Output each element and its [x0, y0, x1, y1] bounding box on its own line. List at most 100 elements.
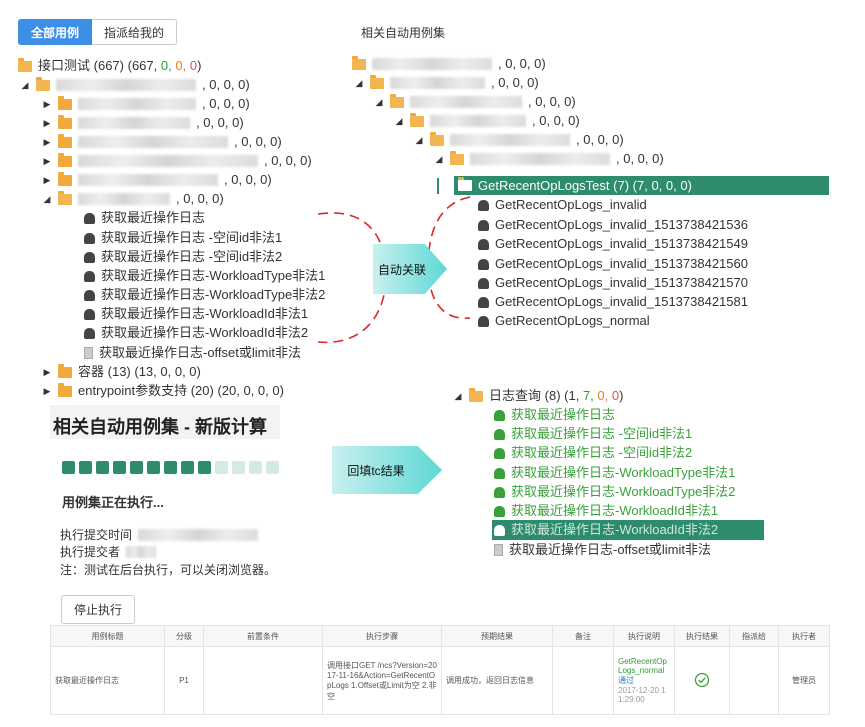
case-item-selected[interactable]: 获取最近操作日志-WorkloadId非法2	[492, 520, 764, 540]
tree-root-stats: (667, 0, 0, 0)	[127, 58, 202, 73]
caret-down-icon[interactable]: ◢	[395, 116, 403, 126]
android-icon	[84, 270, 95, 282]
case-item[interactable]: 获取最近操作日志-offset或limit非法	[494, 540, 711, 560]
stop-execution-button[interactable]: 停止执行	[61, 595, 136, 624]
progress-segment-pending	[249, 461, 262, 474]
auto-case-item[interactable]: GetRecentOpLogs_invalid	[478, 195, 647, 215]
tree-folder-expanded[interactable]: ◢ , 0, 0, 0)	[42, 189, 224, 209]
case-item[interactable]: 获取最近操作日志 -空间id非法2	[84, 247, 282, 267]
case-label: GetRecentOpLogs_invalid_1513738421536	[495, 217, 748, 232]
android-icon	[478, 258, 489, 270]
caret-right-icon[interactable]: ▶	[43, 156, 51, 166]
android-icon	[84, 212, 95, 224]
table-row[interactable]: 获取最近操作日志 P1 调用接口GET /ncs?Version=2017-11…	[50, 646, 830, 715]
redacted-label	[78, 98, 196, 110]
tree-node[interactable]: ◢ , 0, 0, 0)	[434, 149, 664, 169]
tree-node[interactable]: ◢ , 0, 0, 0)	[414, 130, 624, 150]
backfill-label: 回填tc结果	[347, 463, 405, 478]
log-folder[interactable]: ◢ 日志查询 (8) (1, 7, 0, 0)	[453, 386, 623, 406]
cell-expected: 调用成功，返回日志信息	[441, 646, 553, 715]
tree-root-label: 接口测试	[38, 58, 91, 73]
case-label: GetRecentOpLogs_invalid_1513738421570	[495, 275, 748, 290]
case-item[interactable]: 获取最近操作日志-WorkloadId非法1	[84, 304, 308, 324]
run-panel-header	[50, 405, 280, 439]
case-filter-tabs: 全部用例 指派给我的	[18, 19, 178, 45]
cell-title: 获取最近操作日志	[50, 646, 165, 715]
auto-case-item[interactable]: GetRecentOpLogs_normal	[478, 311, 650, 331]
caret-down-icon[interactable]: ◢	[21, 80, 29, 90]
auto-case-item[interactable]: GetRecentOpLogs_invalid_1513738421560	[478, 254, 748, 274]
tree-node[interactable]: ◢ , 0, 0, 0)	[374, 92, 576, 112]
caret-down-icon[interactable]: ◢	[435, 154, 443, 164]
auto-case-item[interactable]: GetRecentOpLogs_invalid_1513738421536	[478, 215, 748, 235]
selected-auto-suite[interactable]: GetRecentOpLogsTest (7) (7, 0, 0, 0)	[454, 176, 829, 195]
col-level: 分级	[164, 625, 204, 647]
tree-folder-item[interactable]: ▶ , 0, 0, 0)	[42, 132, 282, 152]
case-item[interactable]: 获取最近操作日志-offset或limit非法	[84, 343, 301, 363]
run-progress-bar	[62, 461, 279, 474]
cell-precondition	[203, 646, 323, 715]
folder-label: 日志查询	[489, 388, 542, 403]
case-label: 获取最近操作日志-WorkloadId非法2	[511, 522, 719, 537]
tree-node-stats: , 0, 0, 0)	[234, 134, 282, 149]
tree-node[interactable]: ◢ , 0, 0, 0)	[354, 73, 539, 93]
submit-time-label: 执行提交时间	[60, 528, 133, 542]
submit-time-row: 执行提交时间	[60, 526, 264, 543]
auto-case-item[interactable]: GetRecentOpLogs_invalid_1513738421549	[478, 234, 748, 254]
caret-down-icon[interactable]: ◢	[454, 391, 462, 401]
run-status: 用例集正在执行...	[62, 495, 164, 510]
case-label: GetRecentOpLogs_invalid_1513738421549	[495, 236, 748, 251]
case-item-passed[interactable]: 获取最近操作日志 -空间id非法2	[494, 443, 692, 463]
tree-root[interactable]: 接口测试 (667) (667, 0, 0, 0)	[18, 56, 201, 76]
folder-icon	[58, 363, 72, 378]
tree-node-level1[interactable]: ◢ , 0, 0, 0)	[20, 75, 250, 95]
case-item[interactable]: 获取最近操作日志	[84, 208, 205, 228]
caret-down-icon[interactable]: ◢	[415, 135, 423, 145]
folder-icon	[58, 95, 72, 110]
tree-folder-item[interactable]: ▶ , 0, 0, 0)	[42, 170, 272, 190]
caret-down-icon[interactable]: ◢	[355, 78, 363, 88]
auto-case-item[interactable]: GetRecentOpLogs_invalid_1513738421581	[478, 292, 748, 312]
caret-right-icon[interactable]: ▶	[43, 99, 51, 109]
tree-folder-entrypoint[interactable]: ▶ entrypoint参数支持 (20) (20, 0, 0, 0)	[42, 381, 284, 401]
folder-icon	[58, 133, 72, 148]
case-item-passed[interactable]: 获取最近操作日志-WorkloadId非法1	[494, 501, 718, 521]
case-item-passed[interactable]: 获取最近操作日志 -空间id非法1	[494, 424, 692, 444]
caret-right-icon[interactable]: ▶	[43, 175, 51, 185]
tree-folder-item[interactable]: ▶ , 0, 0, 0)	[42, 94, 250, 114]
tab-assigned-to-me[interactable]: 指派给我的	[92, 19, 178, 45]
caret-down-icon[interactable]: ◢	[375, 97, 383, 107]
caret-right-icon[interactable]: ▶	[43, 118, 51, 128]
tree-folder-item[interactable]: ▶ , 0, 0, 0)	[42, 113, 244, 133]
run-note: 注：测试在后台执行，可以关闭浏览器。	[60, 563, 277, 577]
case-label: 获取最近操作日志-WorkloadType非法2	[101, 287, 326, 302]
case-label: 获取最近操作日志 -空间id非法1	[511, 426, 693, 441]
redacted-label	[78, 193, 170, 205]
caret-down-icon[interactable]: ◢	[43, 194, 51, 204]
folder-open-icon	[352, 55, 366, 70]
case-item-passed[interactable]: 获取最近操作日志-WorkloadType非法2	[494, 482, 735, 502]
case-item[interactable]: 获取最近操作日志-WorkloadId非法2	[84, 323, 308, 343]
redacted-label	[78, 136, 228, 148]
android-icon	[478, 238, 489, 250]
caret-right-icon[interactable]: ▶	[43, 137, 51, 147]
tree-node[interactable]: , 0, 0, 0)	[352, 54, 546, 74]
tree-node[interactable]: ◢ , 0, 0, 0)	[394, 111, 580, 131]
case-item-passed[interactable]: 获取最近操作日志	[494, 405, 615, 425]
case-item[interactable]: 获取最近操作日志 -空间id非法1	[84, 228, 282, 248]
tree-folder-item[interactable]: ▶ , 0, 0, 0)	[42, 151, 312, 171]
case-item[interactable]: 获取最近操作日志-WorkloadType非法2	[84, 285, 325, 305]
tree-folder-container[interactable]: ▶ 容器 (13) (13, 0, 0, 0)	[42, 362, 201, 382]
folder-label: entrypoint参数支持	[78, 383, 188, 398]
case-item-passed[interactable]: 获取最近操作日志-WorkloadType非法1	[494, 463, 735, 483]
tree-node-stats: , 0, 0, 0)	[532, 113, 580, 128]
case-item[interactable]: 获取最近操作日志-WorkloadType非法1	[84, 266, 325, 286]
dashed-link-curve-left	[317, 212, 387, 344]
tab-all-cases[interactable]: 全部用例	[18, 19, 93, 45]
caret-right-icon[interactable]: ▶	[43, 386, 51, 396]
exec-desc-link[interactable]: GetRecentOpLogs_normal	[618, 657, 667, 675]
case-label: 获取最近操作日志-offset或limit非法	[509, 542, 711, 557]
caret-right-icon[interactable]: ▶	[43, 367, 51, 377]
auto-case-item[interactable]: GetRecentOpLogs_invalid_1513738421570	[478, 273, 748, 293]
android-icon	[84, 327, 95, 339]
